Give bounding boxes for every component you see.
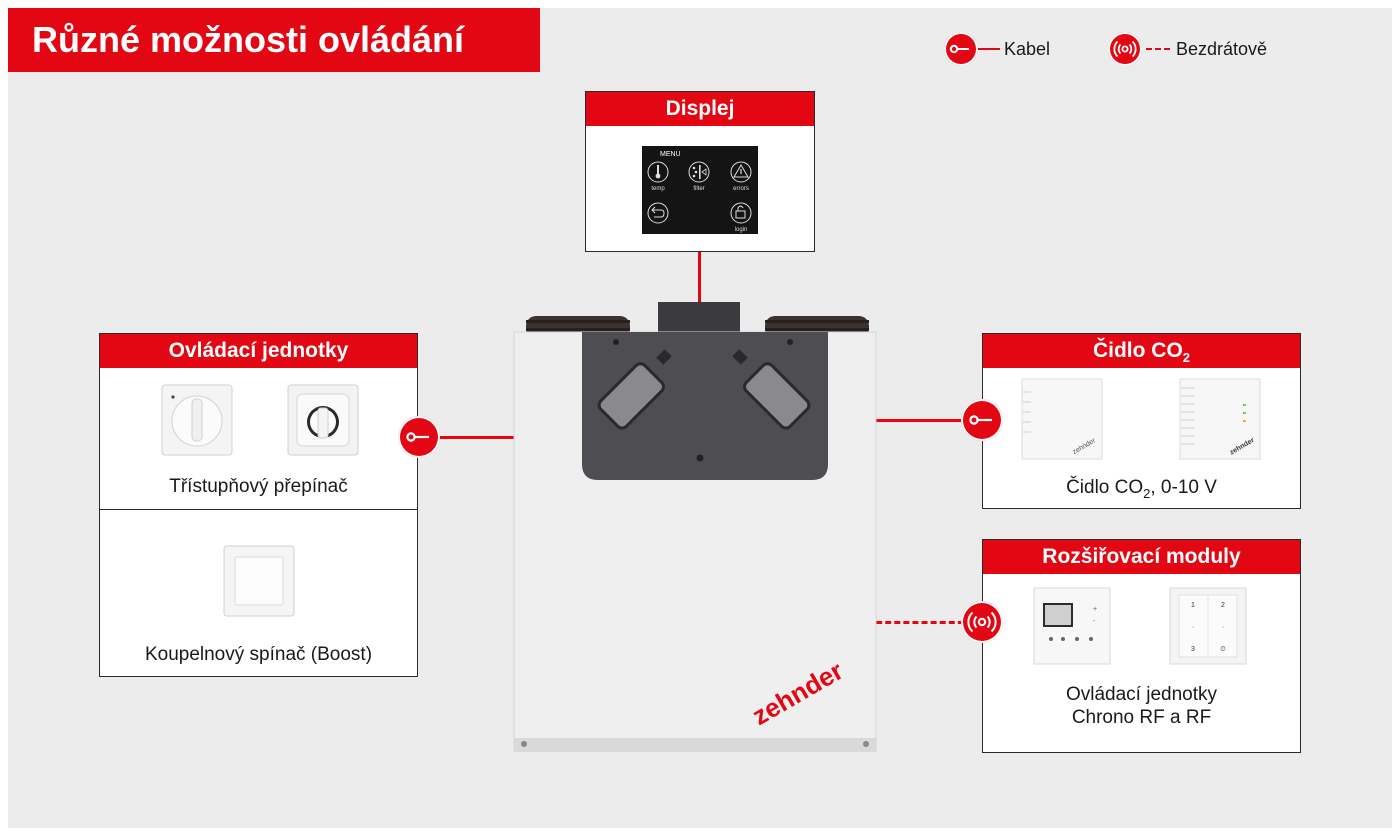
filter-icon bbox=[688, 161, 710, 183]
legend-cable-label: Kabel bbox=[1004, 38, 1051, 59]
co2-cable-line bbox=[860, 419, 982, 422]
page-title: Různé možnosti ovládání bbox=[8, 8, 540, 72]
chrono-rf-controller-image: + - bbox=[1033, 587, 1111, 665]
legend-wireless-label: Bezdrátově bbox=[1176, 38, 1268, 59]
co2-cable-badge bbox=[961, 399, 1003, 441]
display-menu-label: MENU bbox=[660, 151, 681, 158]
bathroom-switch-image bbox=[223, 545, 295, 617]
cable-icon bbox=[969, 415, 992, 425]
rf-remote-image: 1 2 · · 3 ⏲ bbox=[1169, 587, 1247, 665]
three-step-switch-caption: Třístupňový přepínač bbox=[169, 476, 348, 497]
display-cable-line bbox=[698, 252, 701, 304]
legend-cable: Kabel bbox=[944, 32, 1050, 66]
rf-key-2: 2 bbox=[1221, 602, 1225, 609]
control-units-panel: Ovládací jednotky Třístupňový přepínač K… bbox=[99, 333, 418, 677]
rf-key-dot-1: · bbox=[1192, 624, 1194, 631]
rf-key-dot-2: · bbox=[1222, 624, 1224, 631]
legend-wireless: Bezdrátově bbox=[1108, 32, 1267, 66]
three-step-switch-image bbox=[161, 384, 233, 456]
control-units-cable-badge bbox=[398, 416, 440, 458]
co2-sensor-image-2: zehnder bbox=[1179, 378, 1261, 460]
rotary-switch-image bbox=[287, 384, 359, 456]
co2-caption: Čidlo CO2, 0-10 V bbox=[983, 477, 1300, 501]
display-screen: MENU temp filter errors bbox=[642, 146, 758, 234]
co2-heading-sub: 2 bbox=[1182, 350, 1191, 366]
co2-caption-sub: 2 bbox=[1143, 485, 1151, 501]
cable-icon bbox=[406, 432, 429, 442]
back-icon bbox=[647, 202, 669, 224]
wireless-icon bbox=[967, 611, 997, 633]
display-panel: Displej MENU temp filter errors bbox=[585, 91, 815, 252]
rf-key-1: 1 bbox=[1191, 602, 1195, 609]
cable-icon bbox=[944, 32, 978, 66]
modules-wireless-badge bbox=[961, 601, 1003, 643]
expansion-modules-caption-line1: Ovládací jednotky bbox=[1065, 684, 1218, 705]
rf-key-timer: ⏲ bbox=[1220, 646, 1226, 653]
legend-cable-line bbox=[978, 48, 1000, 50]
control-units-divider bbox=[100, 509, 417, 510]
bathroom-switch-caption: Koupelnový spínač (Boost) bbox=[144, 644, 373, 665]
svg-text:+: + bbox=[1093, 606, 1097, 613]
errors-icon bbox=[730, 161, 752, 183]
svg-text:-: - bbox=[1093, 618, 1096, 625]
rf-key-3: 3 bbox=[1191, 646, 1195, 653]
expansion-modules-panel: Rozšiřovací moduly + - 1 2 · · 3 ⏲ Ovlád… bbox=[982, 539, 1301, 753]
display-item-errors: errors bbox=[733, 186, 749, 192]
co2-heading: Čidlo CO2 bbox=[983, 334, 1300, 368]
co2-heading-main: Čidlo CO bbox=[1092, 339, 1183, 362]
display-item-filter: filter bbox=[693, 186, 704, 192]
control-units-heading: Ovládací jednotky bbox=[100, 334, 417, 368]
wireless-icon bbox=[1108, 32, 1142, 66]
co2-sensor-panel: Čidlo CO2 zehnder zehnder Čidlo CO2, 0-1… bbox=[982, 333, 1301, 509]
co2-caption-main: Čidlo CO bbox=[1066, 477, 1144, 498]
expansion-modules-caption: Ovládací jednotky Chrono RF a RF bbox=[983, 683, 1300, 729]
expansion-modules-caption-line2: Chrono RF a RF bbox=[1071, 707, 1212, 728]
temp-icon bbox=[647, 161, 669, 183]
co2-caption-rest: , 0-10 V bbox=[1150, 477, 1217, 498]
co2-sensor-image-1: zehnder bbox=[1021, 378, 1103, 460]
display-item-login: login bbox=[735, 227, 748, 233]
legend-wireless-line bbox=[1146, 48, 1170, 50]
login-icon bbox=[730, 202, 752, 224]
expansion-modules-heading: Rozšiřovací moduly bbox=[983, 540, 1300, 574]
display-item-temp: temp bbox=[651, 186, 665, 192]
display-panel-heading: Displej bbox=[586, 92, 814, 126]
modules-wireless-line bbox=[858, 621, 982, 624]
control-units-cable-line bbox=[418, 436, 550, 439]
ventilation-unit: zehnder bbox=[513, 302, 877, 752]
